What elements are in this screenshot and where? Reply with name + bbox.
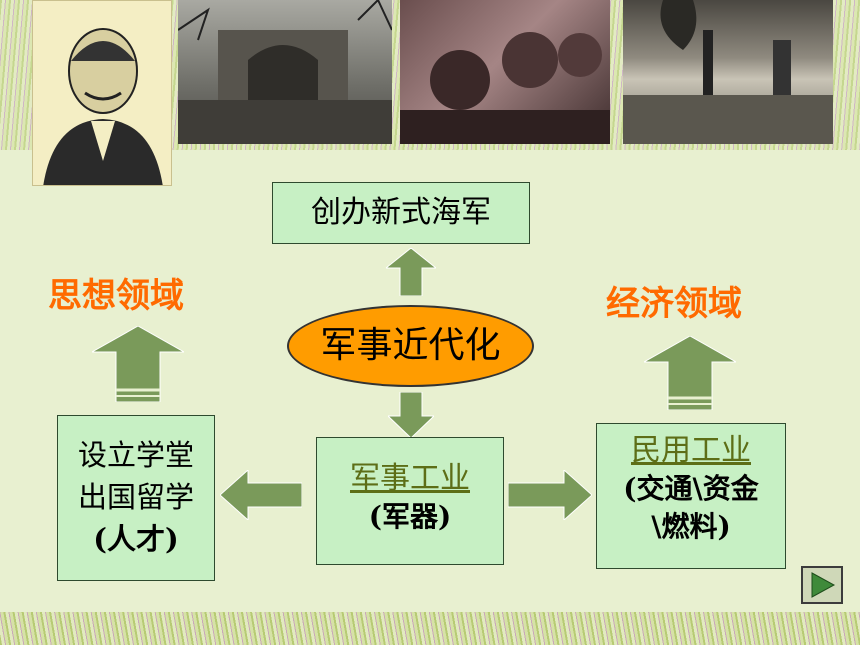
arrow-down-to-military <box>388 392 434 438</box>
arrow-up-right <box>644 336 736 410</box>
education-line-3: (人才) <box>93 522 179 556</box>
heading-thought-field: 思想领域 <box>48 276 184 316</box>
box-navy-label: 创办新式海军 <box>311 195 491 230</box>
military-industry-link[interactable]: 军事工业 <box>350 461 470 496</box>
civil-industry-sub-1: (交通\资金 <box>623 472 759 505</box>
center-label: 军事近代化 <box>320 325 501 366</box>
gate-photo <box>178 0 392 144</box>
education-line-2: 出国留学 <box>77 480 194 514</box>
grass-border-bottom <box>0 612 860 645</box>
military-industry-sub: (军器) <box>368 500 452 533</box>
mine-photo <box>623 0 833 144</box>
arrow-up-to-navy <box>386 248 436 296</box>
factory-photo <box>400 0 610 144</box>
center-ellipse: 军事近代化 <box>287 305 534 387</box>
next-slide-button[interactable] <box>801 566 843 604</box>
education-line-1: 设立学堂 <box>77 438 194 472</box>
civil-industry-sub-2: \燃料) <box>651 510 731 543</box>
civil-industry-link[interactable]: 民用工业 <box>631 433 751 468</box>
box-education: 设立学堂 出国留学 (人才) <box>57 415 215 581</box>
box-civil-industry: 民用工业 (交通\资金 \燃料) <box>596 423 786 569</box>
arrow-left-to-education <box>220 470 302 520</box>
play-triangle-icon <box>811 572 836 598</box>
box-navy: 创办新式海军 <box>272 182 530 244</box>
portrait-photo <box>32 0 172 186</box>
arrow-right-to-civil <box>508 470 592 520</box>
arrow-up-left <box>92 326 184 402</box>
heading-economic-field: 经济领域 <box>606 284 742 324</box>
box-military-industry: 军事工业 (军器) <box>316 437 504 565</box>
